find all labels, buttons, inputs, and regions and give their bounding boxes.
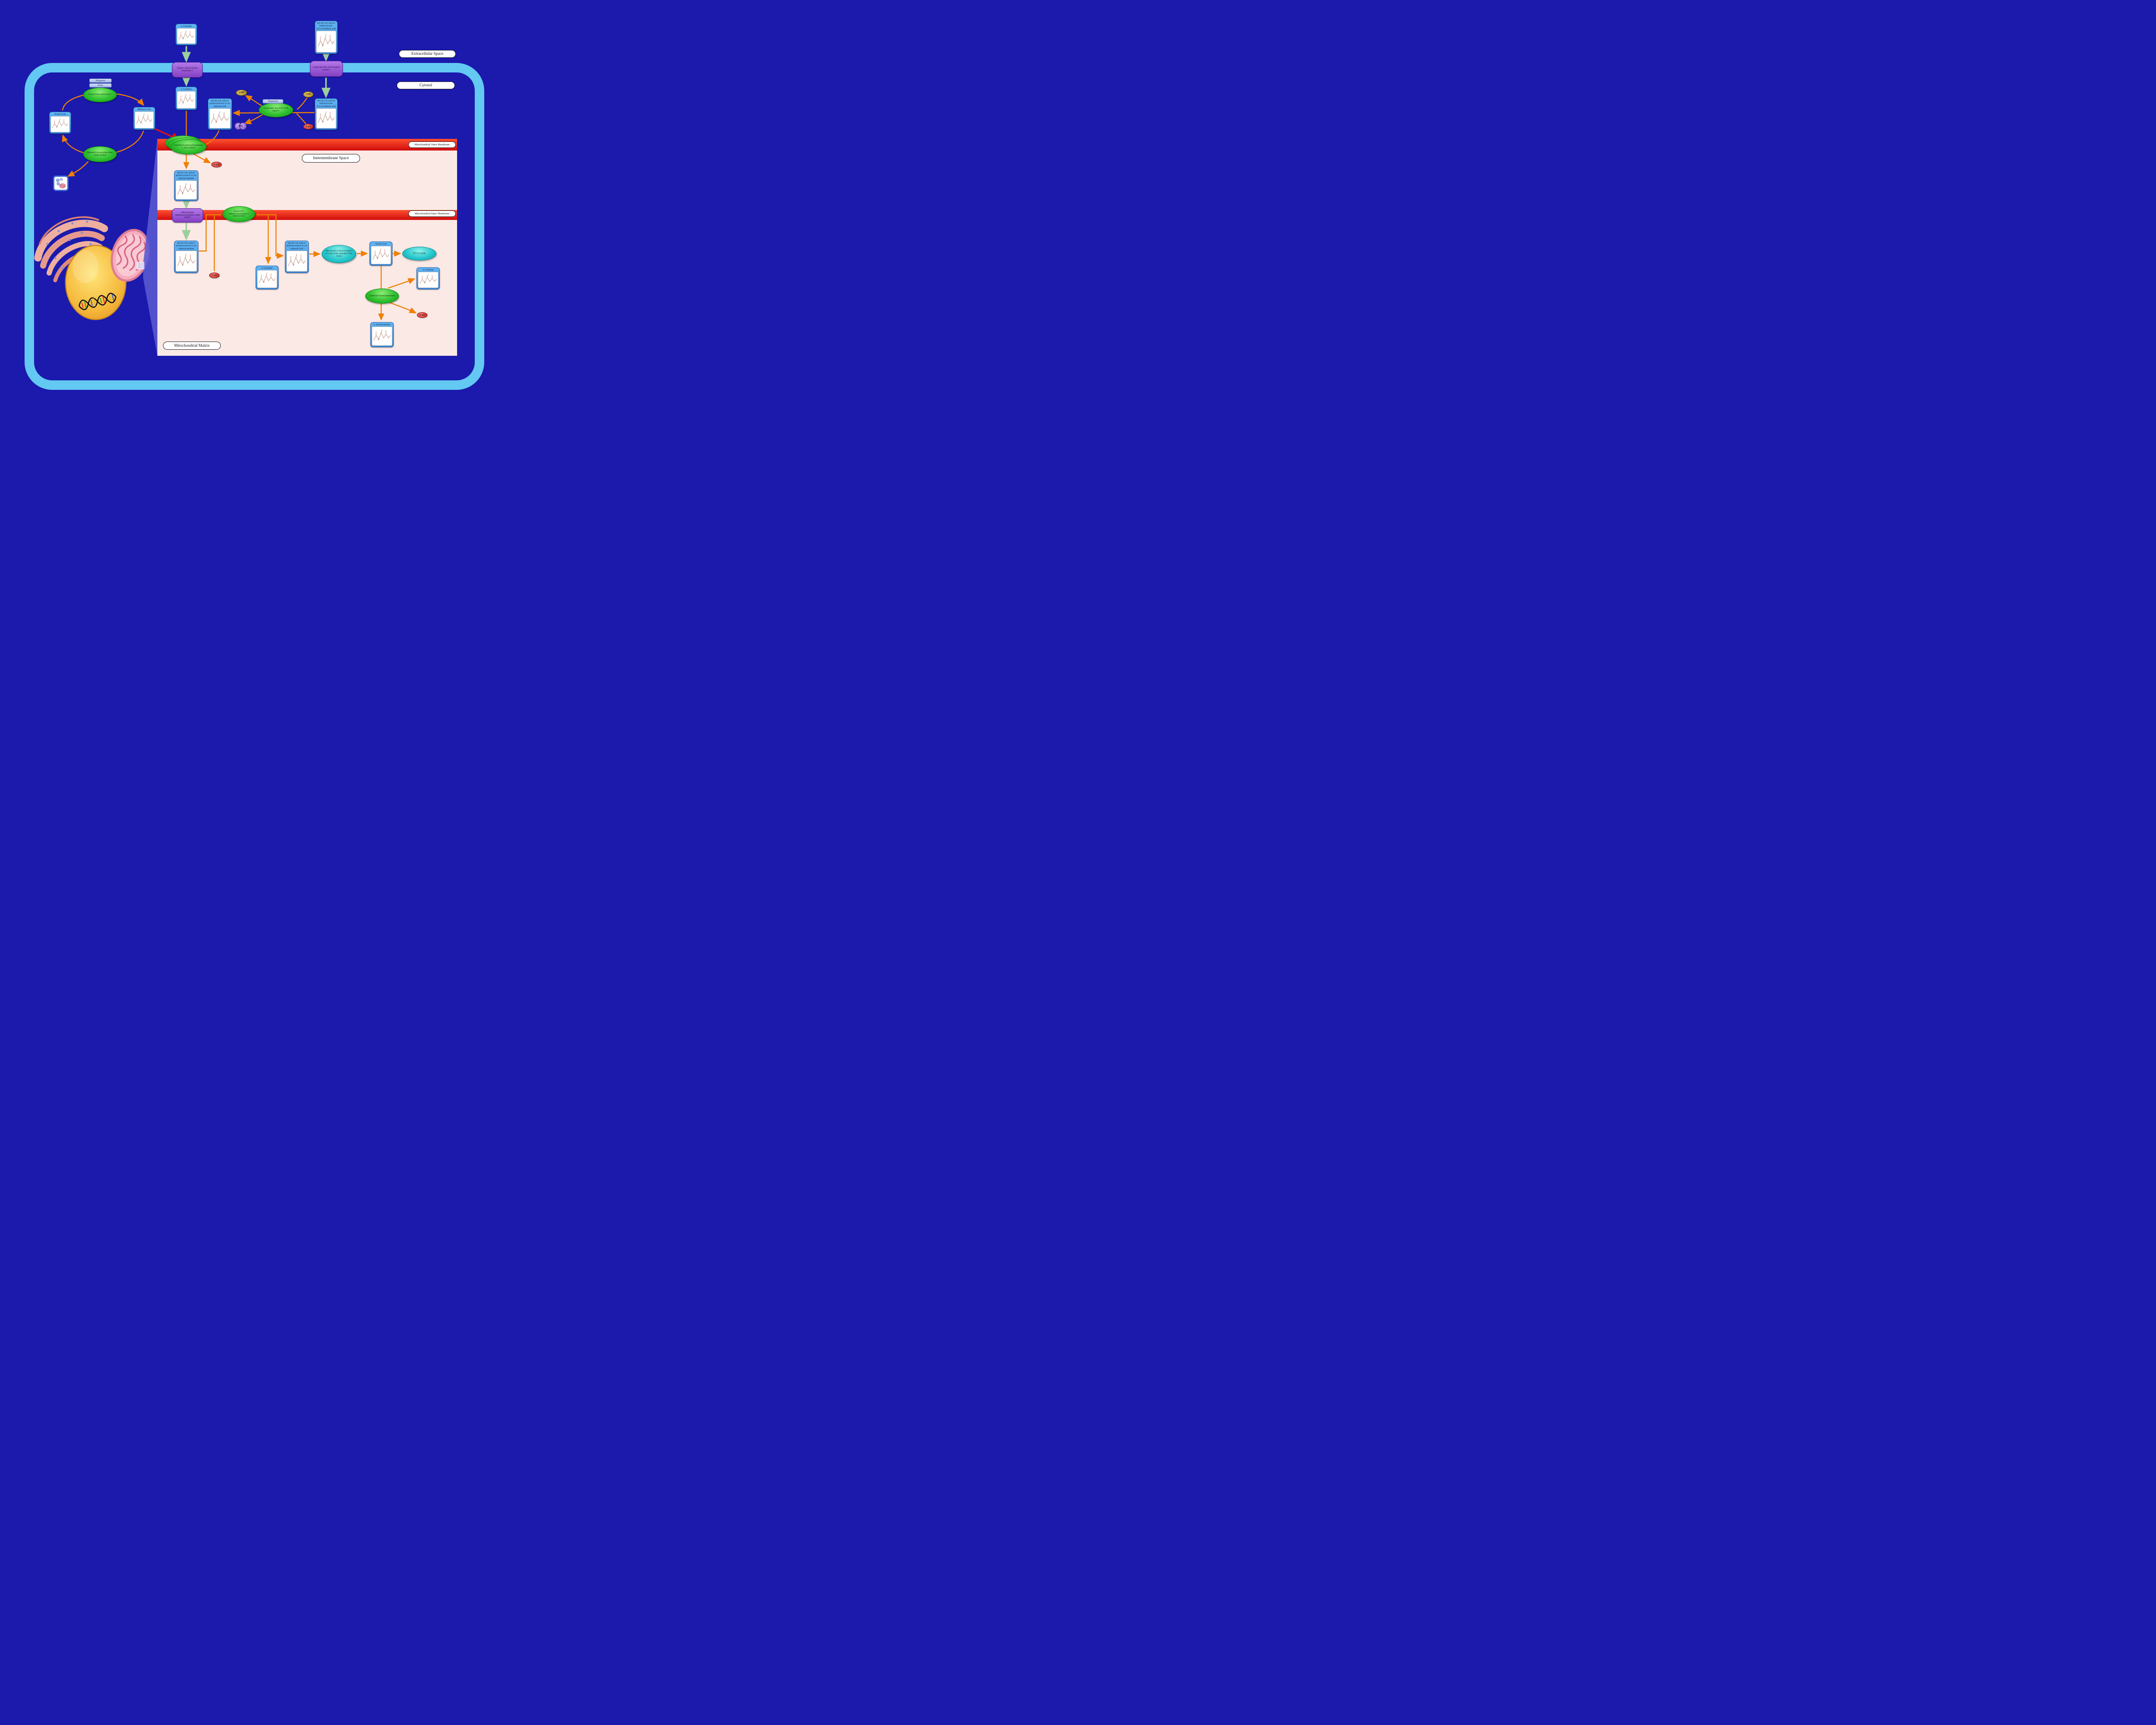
- transporter-fatp1[interactable]: Long-chain fatty acid transport protein …: [310, 61, 343, 77]
- metabolite-acetyl-coa-matrix[interactable]: Acetyl-CoA: [370, 242, 392, 266]
- smol-coa-intermembrane[interactable]: CoA: [211, 162, 222, 167]
- smol-coa-cytosol[interactable]: CoA: [303, 124, 313, 129]
- metabolite-trienoyl-coa-cytosol[interactable]: (8S,9Z,11E,14Z)-8-hydroxyicosa-9,11,14-t…: [208, 98, 232, 130]
- metabolite-trienoic-acid-extracellular[interactable]: (8S,9Z,11E,14Z)-8-hydroxyicosa-9,11,14-t…: [315, 21, 338, 54]
- transporter-cact[interactable]: Mitochondrial carnitine/acylcarnitine ca…: [172, 208, 203, 223]
- molecular-structure: [177, 28, 196, 44]
- cytosol-label: Cytosol: [397, 82, 455, 89]
- location-icon-art: [56, 178, 66, 188]
- molecular-structure: [418, 272, 439, 288]
- molecular-structure: [316, 31, 336, 53]
- metabolite-l-carnitine-matrix[interactable]: L-Carnitine: [256, 266, 279, 289]
- pathway-beta-oxidation[interactable]: Mitochondrial Beta-Oxidation of Long Cha…: [322, 245, 356, 263]
- molecular-structure: [316, 108, 336, 129]
- cofactor-biotin[interactable]: Biotin: [89, 83, 112, 88]
- intermembrane-space-label: Intermembrane Space: [302, 154, 360, 163]
- cpt1-isoform-front: Carnitine O-palmitoyltransferase 1, live…: [170, 139, 207, 154]
- dna-art: [78, 293, 117, 310]
- smol-coa-matrix-left[interactable]: CoA: [209, 273, 219, 278]
- cell-membrane: [25, 63, 484, 390]
- molecular-structure: [175, 251, 197, 272]
- molecular-structure: [371, 246, 391, 264]
- pathway-tca-cycle[interactable]: TCA Cycle: [402, 247, 436, 260]
- transporter-octn2[interactable]: Organic cation/carnitine transporter 2: [172, 62, 203, 78]
- molecular-structure: [286, 251, 307, 272]
- metabolite-trienoylcarnitine-matrix[interactable]: (8S,9Z,11E,14Z)-8-hydroxyicosa-9,11,14-t…: [174, 241, 198, 273]
- metabolite-malonyl-coa[interactable]: Malonyl-CoA: [133, 107, 155, 130]
- mitochondrial-matrix-label: Mitochondrial Matrix: [163, 342, 221, 350]
- mitochondrion-location-icon[interactable]: [53, 176, 69, 191]
- metabolite-l-carnitine-matrix-2[interactable]: L-Carnitine: [417, 267, 440, 289]
- pathway-canvas: Extracellular Space Cytosol Mitochondria…: [0, 0, 667, 451]
- outer-membrane-label: Mitochondrial Outer Membrane: [408, 141, 456, 148]
- metabolite-trienoylcarnitine-intermembrane[interactable]: (8S,9Z,11E,14Z)-8-hydroxyicosa-9,11,14-t…: [174, 170, 198, 201]
- molecular-structure: [257, 270, 277, 288]
- smol-ppi[interactable]: PPi: [235, 122, 247, 131]
- molecular-structure: [175, 180, 197, 200]
- enzyme-cat[interactable]: Carnitine O-acetyltransferase: [365, 289, 399, 304]
- molecular-structure: [50, 116, 70, 132]
- enzyme-lcfa-coa-ligase[interactable]: Long-chain fatty acid--CoA ligase 1: [259, 103, 293, 117]
- metabolite-l-carnitine-cytosol[interactable]: L-Carnitine: [175, 87, 197, 110]
- organelle-illustration: [34, 216, 150, 320]
- metabolite-trienoyl-coa-matrix[interactable]: (8S,9Z,11E,14Z)-8-hydroxyicosa-9,11,14-t…: [285, 241, 309, 273]
- metabolite-l-acetylcarnitine[interactable]: L-Acetylcarnitine: [370, 322, 394, 347]
- molecular-structure: [372, 326, 392, 346]
- smol-coa-matrix-right[interactable]: CoA: [417, 312, 427, 318]
- cofactor-manganese[interactable]: Manganese: [89, 78, 112, 83]
- enzyme-cpt2[interactable]: Carnitine O-palmitoyltransferase 2, mito…: [222, 206, 255, 222]
- cofactor-magnesium[interactable]: Magnesium: [263, 99, 283, 104]
- smol-atp[interactable]: ATP: [303, 91, 313, 97]
- ppi-circle: [239, 122, 247, 130]
- extracellular-space-label: Extracellular Space: [399, 50, 456, 58]
- enzyme-mcd[interactable]: Malonyl-CoA decarboxylase, mitochondrial: [83, 146, 117, 162]
- molecular-structure: [135, 111, 154, 129]
- metabolite-l-carnitine-extracellular[interactable]: L-Carnitine: [175, 24, 197, 45]
- molecular-structure: [209, 108, 231, 129]
- molecular-structure: [177, 91, 196, 109]
- smol-amp[interactable]: AMP: [236, 90, 247, 96]
- inner-membrane-label: Mitochondrial Inner Membrane: [408, 210, 456, 217]
- metabolite-trienoic-acid-cytosol[interactable]: (8S,9Z,11E,14Z)-8-hydroxyicosa-9,11,14-t…: [315, 98, 338, 130]
- metabolite-acetyl-coa-cytosol[interactable]: Acetyl-CoA: [49, 112, 71, 134]
- enzyme-acc1[interactable]: Acetyl-CoA carboxylase 1: [83, 88, 117, 102]
- enzyme-cpt1[interactable]: Carnitine O-palmitoyltransferase 1, live…: [165, 135, 207, 154]
